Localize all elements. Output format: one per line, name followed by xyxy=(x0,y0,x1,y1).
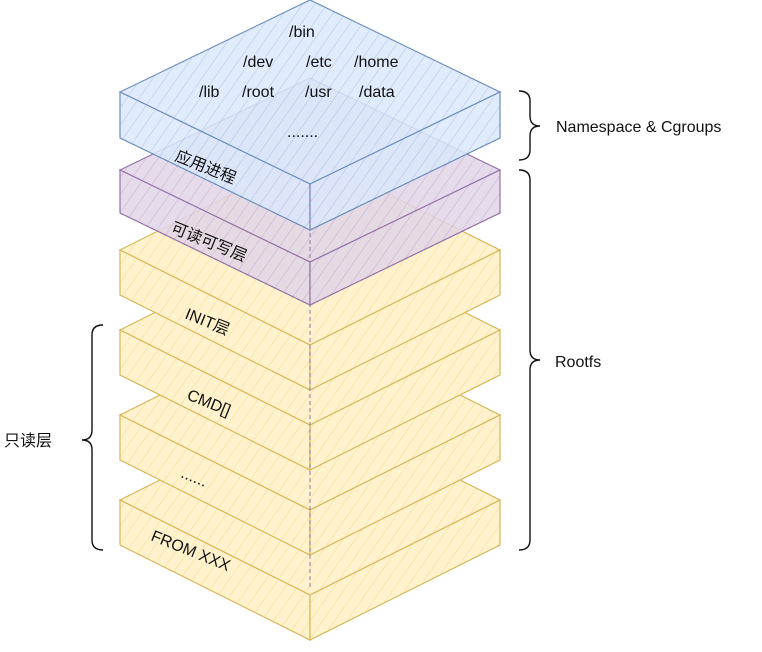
dir-lib: /lib xyxy=(199,84,220,101)
hidden-edges xyxy=(119,137,501,590)
dir-etc: /etc xyxy=(306,54,332,71)
label-rootfs: Rootfs xyxy=(555,354,601,371)
brace-rootfs xyxy=(518,169,541,551)
brace-readonly xyxy=(81,324,104,551)
dir-bin: /bin xyxy=(289,24,315,41)
dir-data: /data xyxy=(359,84,395,101)
label-readonly: 只读层 xyxy=(4,432,52,450)
dir-root: /root xyxy=(242,84,275,101)
dir-home: /home xyxy=(354,54,399,71)
dir-dev: /dev xyxy=(243,54,273,71)
dir-usr: /usr xyxy=(305,84,332,101)
label-namespace-cgroups: Namespace & Cgroups xyxy=(556,119,721,136)
dir-ellipsis: ....... xyxy=(287,124,318,141)
namespace-top-block xyxy=(118,0,502,231)
brace-namespace xyxy=(518,90,541,161)
